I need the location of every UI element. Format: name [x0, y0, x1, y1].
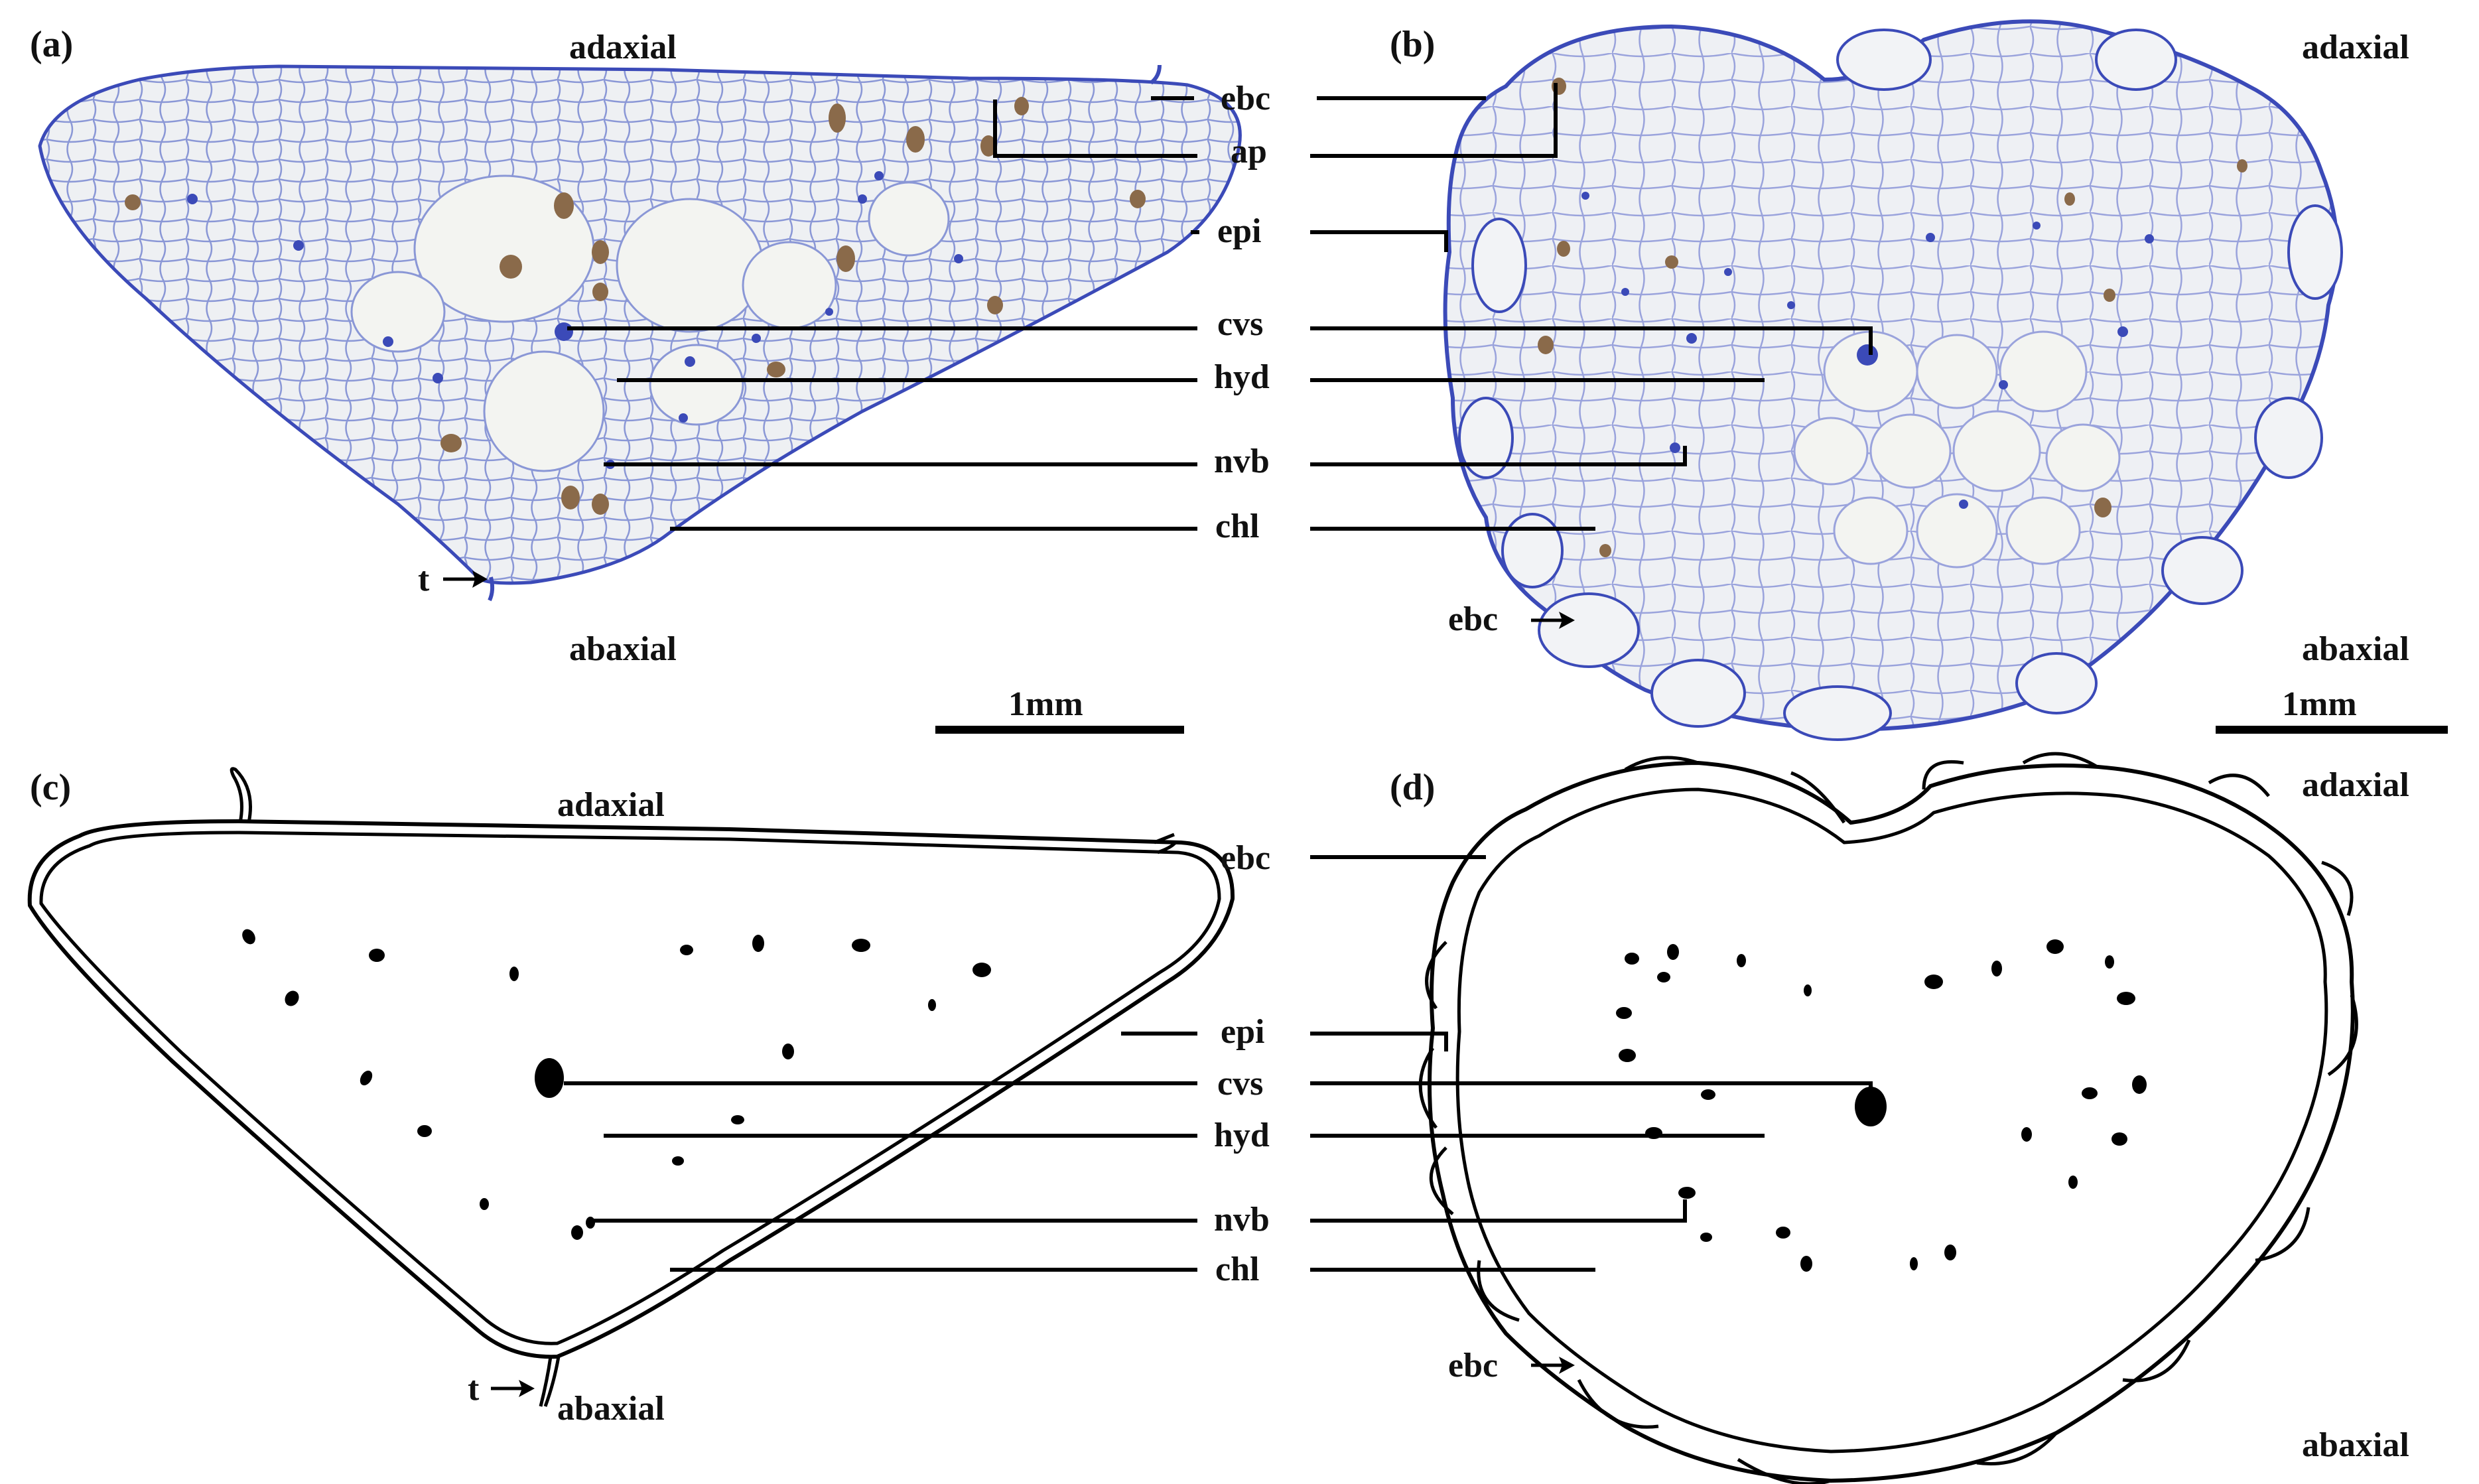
right-trichome-c	[1154, 833, 1177, 854]
label-hyd-top: hyd	[1214, 358, 1270, 396]
panel-label-b: (b)	[1390, 24, 1435, 65]
abaxial-label-d: abaxial	[2302, 1426, 2409, 1464]
abaxial-label-a: abaxial	[569, 630, 677, 668]
vascular-bundles-d	[1616, 939, 2147, 1272]
top-leader-lines	[567, 83, 1873, 531]
label-nvb-bottom: nvb	[1214, 1201, 1270, 1239]
adaxial-label-a: adaxial	[569, 29, 677, 66]
tannin-cells-b	[1538, 78, 2247, 557]
label-chl-top: chl	[1215, 507, 1259, 545]
top-trichome-c	[230, 767, 252, 823]
panel-label-a: (a)	[30, 24, 73, 65]
vascular-bundles-c	[242, 929, 991, 1240]
label-nvb-top: nvb	[1214, 442, 1270, 480]
vascular-bundles-a	[187, 171, 963, 469]
label-ebc-top: ebc	[1221, 80, 1270, 117]
abaxial-label-c: abaxial	[557, 1390, 665, 1428]
panel-a: (a) adaxial abaxial	[30, 24, 1242, 734]
ebc-pointer-label-b: ebc	[1448, 600, 1498, 638]
trichome-arrowhead-c	[519, 1380, 535, 1397]
label-hyd-bottom: hyd	[1214, 1116, 1270, 1154]
label-epi-top: epi	[1217, 212, 1261, 250]
trichome-label-a: t	[418, 561, 430, 598]
trichome-label-c: t	[468, 1370, 480, 1408]
adaxial-label-d: adaxial	[2302, 766, 2409, 804]
epidermal-bladder-cells-b	[1458, 29, 2343, 741]
ebc-pointer-label-d: ebc	[1448, 1347, 1498, 1384]
scale-bar-label-a: 1mm	[1008, 685, 1083, 723]
leaf-outline-d-outer	[1428, 760, 2355, 1483]
label-chl-bottom: chl	[1215, 1250, 1259, 1288]
label-ebc-bottom: ebc	[1221, 839, 1270, 877]
abaxial-label-b: abaxial	[2302, 630, 2409, 668]
leaf-outline-c-outer	[27, 819, 1235, 1359]
adaxial-label-b: adaxial	[2302, 29, 2409, 66]
leaf-outline-c-inner	[39, 831, 1221, 1345]
top-trichome-a	[1150, 64, 1162, 85]
bottom-leader-labels: ebc epi cvs hyd nvb chl	[1214, 839, 1270, 1288]
panel-label-c: (c)	[30, 767, 71, 808]
panel-label-d: (d)	[1390, 767, 1435, 808]
panel-d: (d) adaxial abaxial ebc	[1390, 752, 2409, 1484]
trichome-a	[488, 576, 495, 602]
label-cvs-top: cvs	[1217, 305, 1263, 343]
label-ap-top: ap	[1231, 133, 1267, 170]
panel-c: (c) adaxial abaxial t	[27, 767, 1235, 1428]
panel-b: (b) adaxial abaxial	[1390, 19, 2448, 741]
bottom-leader-lines	[564, 855, 1873, 1272]
label-epi-bottom: epi	[1221, 1013, 1264, 1051]
trichome-arrowhead-a	[472, 571, 488, 588]
ebc-arrowhead-d	[1559, 1357, 1575, 1374]
scale-bar-label-b: 1mm	[2282, 685, 2357, 723]
leaf-outline-d-inner	[1455, 787, 2328, 1453]
leaf-section-a	[38, 64, 1242, 585]
label-cvs-bottom: cvs	[1217, 1065, 1263, 1103]
hydrenchyma-cells-a	[350, 174, 950, 472]
adaxial-label-c: adaxial	[557, 786, 665, 824]
hydrenchyma-cells-b	[1793, 330, 2121, 569]
ebc-arrowhead-b	[1559, 612, 1575, 629]
top-leader-labels: ebc ap epi cvs hyd nvb chl	[1214, 80, 1270, 545]
bottom-trichome-c	[539, 1356, 561, 1407]
tannin-cells-a	[125, 97, 1146, 515]
